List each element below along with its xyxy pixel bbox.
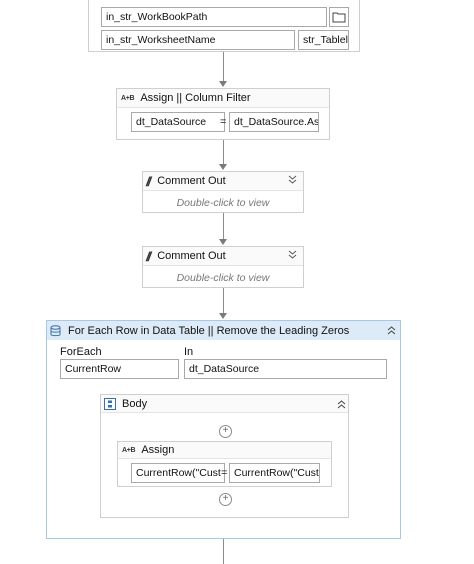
foreach-variable-field[interactable]: CurrentRow — [60, 359, 179, 379]
connector-arrow — [219, 81, 227, 87]
assign-to-value: dt_DataSource — [136, 116, 207, 128]
for-each-row-header: For Each Row in Data Table || Remove the… — [47, 321, 400, 340]
assign-value-field[interactable]: dt_DataSource.AsE — [229, 112, 319, 132]
inner-assign-value-field[interactable]: CurrentRow("Cust — [229, 463, 320, 483]
inner-assign-header: A+B Assign — [118, 442, 331, 459]
connector-arrow — [219, 239, 227, 245]
comment-out-header-2: // Comment Out — [143, 247, 303, 266]
add-activity-plus-icon[interactable]: + — [219, 493, 232, 506]
output-variable-field[interactable]: str_Tablel — [298, 30, 349, 50]
double-click-hint-1: Double-click to view — [176, 197, 270, 209]
database-icon — [50, 324, 61, 336]
assign-icon: A+B — [121, 94, 135, 102]
double-chevron-up-icon[interactable] — [337, 400, 346, 412]
inner-assign-title: Assign — [141, 444, 175, 456]
body-sequence[interactable]: Body + A+B Assign CurrentRow("Cust = Cur… — [100, 394, 349, 518]
output-variable-value: str_Tablel — [303, 34, 348, 46]
assign-column-filter-title: Assign || Column Filter — [140, 92, 251, 104]
folder-browse-button[interactable] — [329, 7, 349, 27]
for-each-row-title: For Each Row in Data Table || Remove the… — [68, 324, 350, 337]
workbook-path-field[interactable]: in_str_WorkBookPath — [101, 7, 327, 27]
equals-sign: = — [221, 467, 228, 479]
assign-value-value: dt_DataSource.AsE — [234, 116, 319, 128]
worksheet-name-value: in_str_WorksheetName — [106, 34, 216, 46]
in-datatable-value: dt_DataSource — [189, 363, 260, 375]
foreach-variable-value: CurrentRow — [65, 363, 122, 375]
comment-out-title-2: Comment Out — [157, 250, 226, 262]
double-chevron-down-icon[interactable] — [288, 250, 297, 262]
foreach-label: ForEach — [60, 346, 102, 358]
folder-icon — [332, 12, 346, 23]
inner-assign-activity[interactable]: A+B Assign CurrentRow("Cust = CurrentRow… — [117, 441, 332, 487]
equals-sign: = — [220, 116, 227, 128]
body-header: Body — [101, 395, 348, 413]
in-label: In — [184, 346, 194, 358]
comment-icon: // — [146, 173, 151, 189]
connector-arrow — [219, 313, 227, 319]
connector-arrow — [219, 164, 227, 170]
in-datatable-field[interactable]: dt_DataSource — [184, 359, 387, 379]
add-activity-plus-icon[interactable]: + — [219, 425, 232, 438]
inner-assign-value-value: CurrentRow("Cust — [234, 467, 319, 479]
comment-out-activity-2[interactable]: // Comment Out Double-click to view — [142, 246, 304, 288]
comment-out-header-1: // Comment Out — [143, 172, 303, 191]
comment-out-title-1: Comment Out — [157, 175, 226, 187]
connector-line — [223, 288, 224, 314]
worksheet-name-field[interactable]: in_str_WorksheetName — [101, 30, 295, 50]
comment-icon: // — [146, 248, 151, 264]
assign-to-field[interactable]: dt_DataSource — [131, 112, 225, 132]
connector-line — [223, 52, 224, 82]
double-chevron-up-icon[interactable] — [387, 326, 396, 338]
double-chevron-down-icon[interactable] — [288, 175, 297, 187]
workbook-path-value: in_str_WorkBookPath — [106, 11, 208, 23]
connector-line — [223, 140, 224, 165]
for-each-row-activity[interactable]: For Each Row in Data Table || Remove the… — [46, 320, 401, 539]
sequence-icon — [104, 397, 116, 410]
body-title: Body — [122, 397, 148, 410]
inner-assign-to-field[interactable]: CurrentRow("Cust — [131, 463, 225, 483]
assign-icon: A+B — [122, 446, 136, 454]
inner-assign-to-value: CurrentRow("Cust — [136, 467, 221, 479]
connector-line — [223, 213, 224, 240]
double-click-hint-2: Double-click to view — [176, 272, 270, 284]
assign-column-filter-activity[interactable]: A+B Assign || Column Filter dt_DataSourc… — [116, 88, 330, 140]
assign-column-filter-header: A+B Assign || Column Filter — [117, 89, 329, 108]
connector-line — [223, 539, 224, 564]
read-range-activity[interactable]: in_str_WorkBookPath in_str_WorksheetName… — [88, 0, 360, 52]
comment-out-activity-1[interactable]: // Comment Out Double-click to view — [142, 171, 304, 213]
